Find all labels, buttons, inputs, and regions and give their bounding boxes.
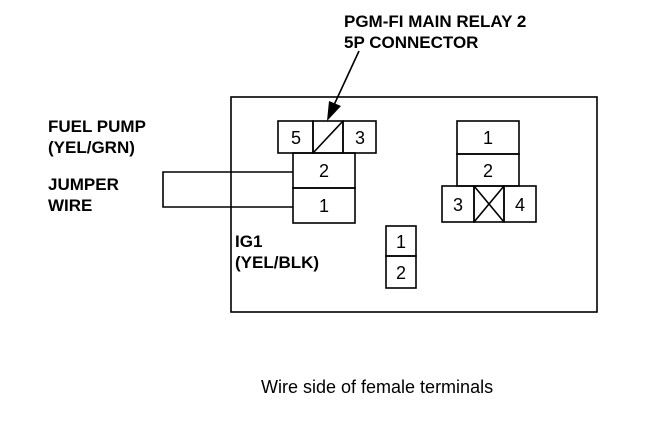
blank-cavity-slash xyxy=(312,120,344,154)
small-pin-2-cavity xyxy=(385,255,417,289)
small-pin-1-label: 1 xyxy=(396,232,406,252)
right-blank-cross-b xyxy=(473,185,505,223)
right-pin-4-cavity xyxy=(503,185,537,223)
pin-1-label: 1 xyxy=(319,196,329,216)
relay-label-line2: 5P CONNECTOR xyxy=(344,33,478,52)
jumper-wire xyxy=(162,171,293,208)
ig1-label-line2: (YEL/BLK) xyxy=(235,253,319,272)
right-pin-1-label: 1 xyxy=(483,128,493,148)
pin-2-label: 2 xyxy=(319,161,329,181)
fuel-pump-label-line1: FUEL PUMP xyxy=(48,117,146,136)
connector-housing xyxy=(230,96,598,313)
ig1-label-line1: IG1 xyxy=(235,232,262,251)
relay-label-line1: PGM-FI MAIN RELAY 2 xyxy=(344,12,526,31)
relay-pointer-arrowhead xyxy=(327,101,341,121)
jumper-label-line2: WIRE xyxy=(48,196,92,215)
pin-3-label: 3 xyxy=(355,128,365,148)
fuel-pump-label-line2: (YEL/GRN) xyxy=(48,138,135,157)
relay-pointer-line xyxy=(333,50,360,106)
right-pin-3-label: 3 xyxy=(453,195,463,215)
pin-1-cavity xyxy=(292,187,356,224)
small-pin-2-label: 2 xyxy=(396,263,406,283)
jumper-label-line1: JUMPER xyxy=(48,175,119,194)
pin-5-label: 5 xyxy=(291,128,301,148)
right-pin-2-label: 2 xyxy=(483,161,493,181)
figure-caption: Wire side of female terminals xyxy=(261,377,493,397)
pin-3-cavity xyxy=(342,120,377,154)
right-pin-4-label: 4 xyxy=(515,195,525,215)
